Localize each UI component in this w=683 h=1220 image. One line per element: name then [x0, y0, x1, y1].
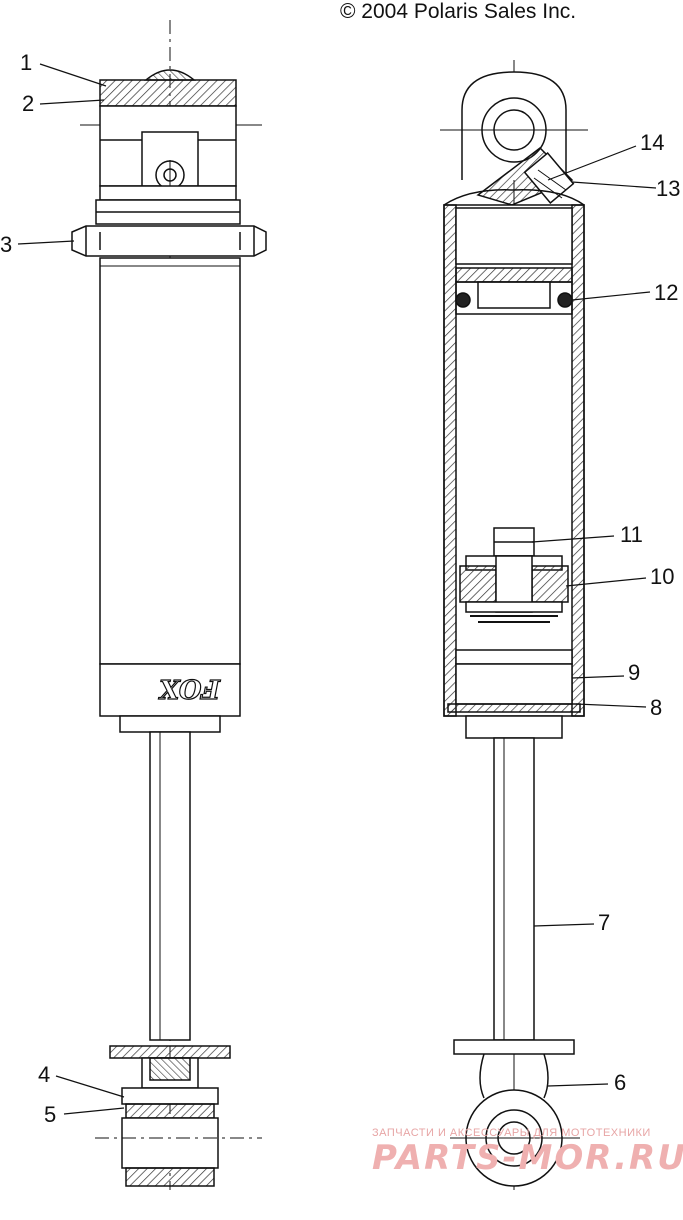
- leader-lines: [17, 63, 657, 1115]
- fox-logo: FOX: [157, 673, 221, 703]
- callout-4: 4: [38, 1062, 51, 1087]
- left-shock-exterior: [71, 20, 267, 1190]
- callout-2: 2: [22, 91, 35, 116]
- right-shock-section: [440, 60, 588, 1190]
- callout-14: 14: [640, 130, 665, 155]
- callout-10: 10: [650, 564, 675, 589]
- copyright-notice: © 2004 Polaris Sales Inc.: [340, 0, 577, 23]
- callout-5: 5: [44, 1102, 57, 1127]
- callout-9: 9: [628, 660, 641, 685]
- callout-13: 13: [656, 176, 681, 201]
- watermark-brand: PARTS-MOR.RU: [372, 1138, 683, 1178]
- callout-12: 12: [654, 280, 679, 305]
- callout-7: 7: [598, 910, 611, 935]
- callout-6: 6: [614, 1070, 627, 1095]
- callout-3: 3: [0, 232, 13, 257]
- watermark-caption: ЗАПЧАСТИ И АКСЕССУАРЫ ДЛЯ МОТОТЕХНИКИ: [372, 1127, 651, 1139]
- callout-1: 1: [20, 50, 33, 75]
- callout-11: 11: [620, 522, 643, 547]
- callout-8: 8: [650, 695, 663, 720]
